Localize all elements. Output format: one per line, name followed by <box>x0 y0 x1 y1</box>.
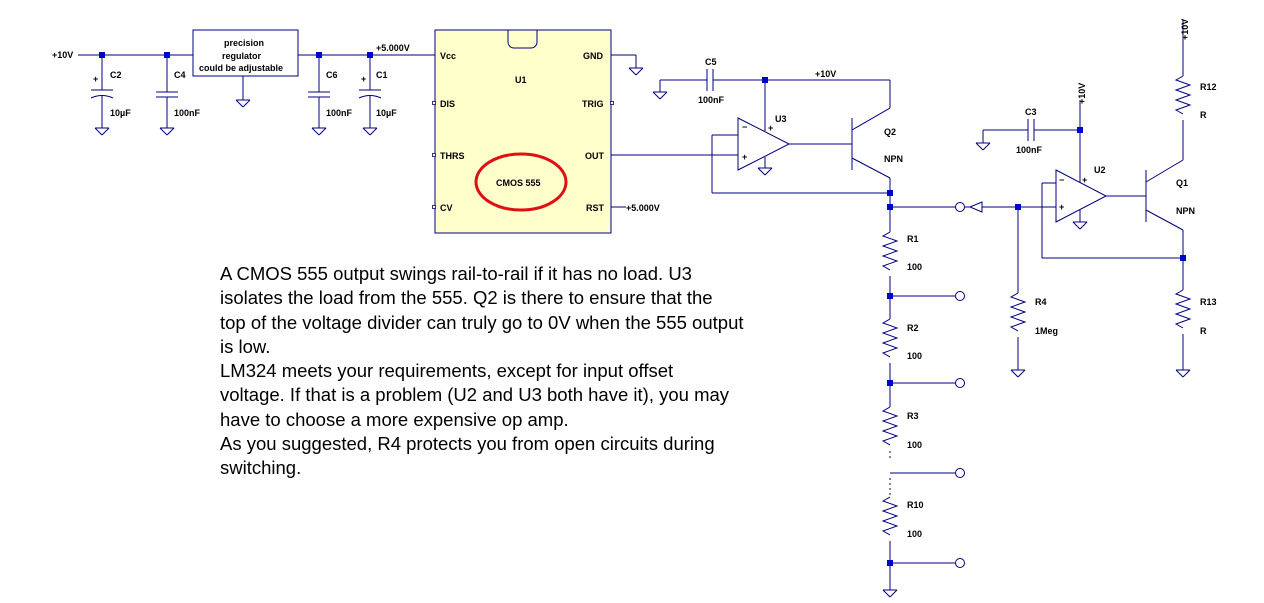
r12-ref: R12 <box>1200 82 1217 92</box>
r3-ref: R3 <box>907 411 919 421</box>
r2-ref: R2 <box>907 323 919 333</box>
explanation-note: A CMOS 555 output swings rail-to-rail if… <box>220 262 840 481</box>
r13-value: R <box>1200 326 1207 336</box>
v5-rst-label: +5.000V <box>626 203 660 213</box>
r1-value: 100 <box>907 262 922 272</box>
note-line: is low. <box>220 335 271 357</box>
note-line: isolates the load from the 555. Q2 is th… <box>220 287 713 309</box>
r4-value: 1Meg <box>1035 326 1058 336</box>
svg-text:−: − <box>742 122 747 132</box>
u2-label: U2 <box>1094 165 1106 175</box>
pin-thrs: THRS <box>440 151 465 161</box>
q1-ref: Q1 <box>1176 178 1188 188</box>
note-line: As you suggested, R4 protects you from o… <box>220 433 715 455</box>
c6-value: 100nF <box>326 108 353 118</box>
c4-value: 100nF <box>174 108 201 118</box>
v10-u3-label: +10V <box>815 69 836 79</box>
note-line: LM324 meets your requirements, except fo… <box>220 360 674 382</box>
c5-value: 100nF <box>698 95 725 105</box>
r13-ref: R13 <box>1200 297 1217 307</box>
regulator-line3: could be adjustable <box>199 63 283 73</box>
q1-type: NPN <box>1176 206 1195 216</box>
q2-type: NPN <box>884 154 903 164</box>
c1-value: 10µF <box>376 108 397 118</box>
pin-dis: DIS <box>440 99 455 109</box>
v10-u2-label: +10V <box>1077 83 1087 104</box>
v10-r12-label: +10V <box>1180 19 1190 40</box>
svg-text:+: + <box>93 74 98 84</box>
pin-vcc: Vcc <box>440 51 456 61</box>
c2-ref: C2 <box>110 70 122 80</box>
pin-trig: TRIG <box>582 99 604 109</box>
note-line: voltage. If that is a problem (U2 and U3… <box>220 384 730 406</box>
note-line: A CMOS 555 output swings rail-to-rail if… <box>220 263 692 284</box>
r10-value: 100 <box>907 529 922 539</box>
pin-out: OUT <box>585 151 605 161</box>
regulator-box <box>192 29 299 77</box>
r1-ref: R1 <box>907 234 919 244</box>
c3-ref: C3 <box>1025 107 1037 117</box>
r10-ref: R10 <box>907 500 924 510</box>
v5-top-label: +5.000V <box>376 43 410 53</box>
r3-value: 100 <box>907 440 922 450</box>
c1-ref: C1 <box>376 70 388 80</box>
note-line: switching. <box>220 457 302 479</box>
v10-left-label: +10V <box>52 50 73 60</box>
c4-ref: C4 <box>174 70 186 80</box>
note-line: have to choose a more expensive op amp. <box>220 408 569 430</box>
svg-text:+: + <box>1059 202 1064 212</box>
c2-value: 10µF <box>110 108 131 118</box>
cmos555-label: CMOS 555 <box>496 178 541 188</box>
r12-value: R <box>1200 110 1207 120</box>
svg-text:+: + <box>768 123 773 133</box>
svg-text:+: + <box>1082 175 1087 185</box>
u3-label: U3 <box>775 114 787 124</box>
pin-cv: CV <box>440 203 453 213</box>
pin-rst: RST <box>586 203 605 213</box>
svg-text:−: − <box>1059 175 1064 185</box>
c6-ref: C6 <box>326 70 338 80</box>
pin-gnd: GND <box>583 51 604 61</box>
u1-label: U1 <box>515 75 527 85</box>
ic555-box <box>434 29 612 234</box>
regulator-line2: regulator <box>222 51 262 61</box>
c5-ref: C5 <box>705 57 717 67</box>
c3-value: 100nF <box>1016 145 1043 155</box>
cmos555-highlight <box>474 152 568 212</box>
regulator-line1: precision <box>224 38 264 48</box>
note-line: top of the voltage divider can truly go … <box>220 311 744 333</box>
r4-ref: R4 <box>1035 297 1047 307</box>
svg-text:+: + <box>361 74 366 84</box>
q2-ref: Q2 <box>884 127 896 137</box>
svg-text:+: + <box>742 152 747 162</box>
r2-value: 100 <box>907 351 922 361</box>
